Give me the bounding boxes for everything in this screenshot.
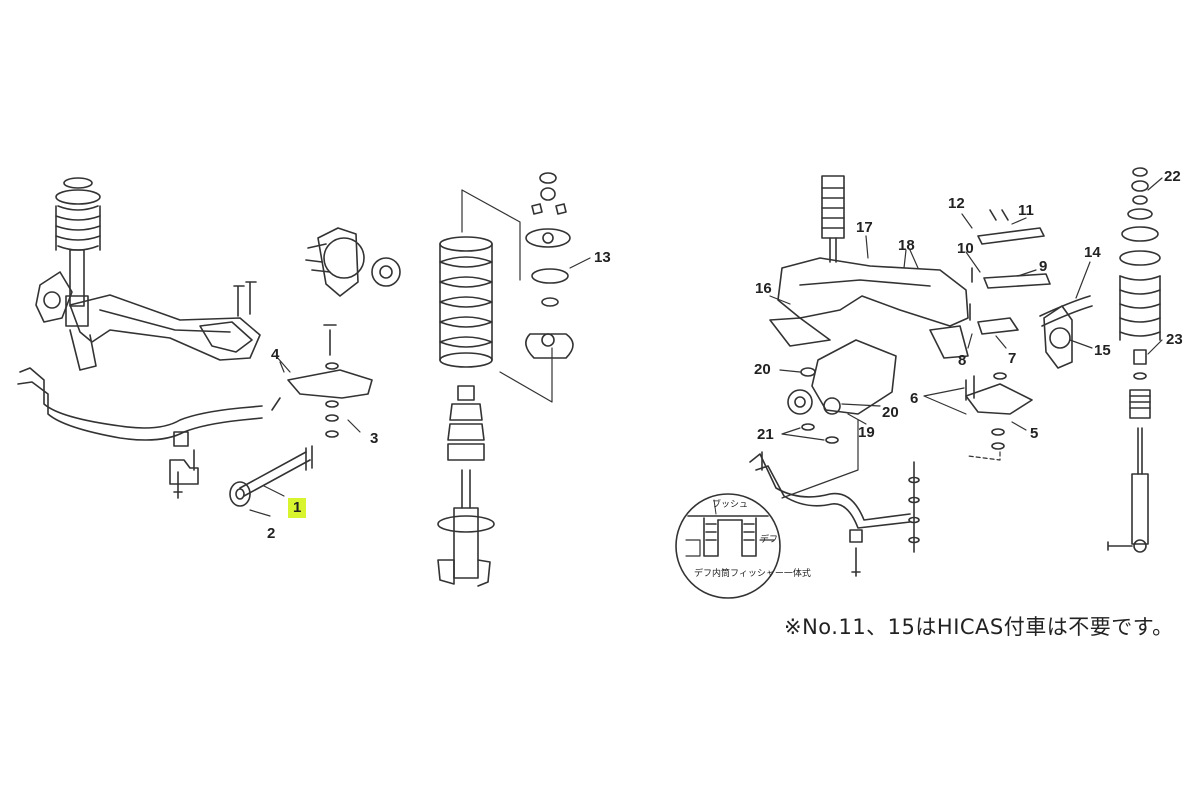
rear-shock-absorber (1107, 389, 1151, 553)
strut-mount (525, 172, 574, 359)
part-label-15[interactable]: 15 (1094, 342, 1111, 359)
rear-shock-upper (821, 175, 845, 263)
part-label-16[interactable]: 16 (755, 280, 772, 297)
front-hub-assembly (305, 227, 401, 297)
subframe-bolts (233, 281, 257, 317)
part-label-1[interactable]: 1 (288, 498, 307, 518)
dust-boot (447, 385, 485, 461)
front-knuckle (35, 271, 73, 323)
stabilizer-clamp (169, 449, 199, 499)
part-label-2[interactable]: 2 (267, 525, 276, 542)
part-label-6[interactable]: 6 (910, 390, 919, 407)
part-label-12[interactable]: 12 (948, 195, 965, 212)
part-label-13[interactable]: 13 (594, 249, 611, 266)
inset-caption: デフ内筒フィッシャー一体式 (694, 569, 811, 579)
front-tension-rod (229, 445, 313, 507)
part-label-7[interactable]: 7 (1008, 350, 1017, 367)
rear-stabilizer-bar (1039, 295, 1093, 327)
front-lower-arm (271, 324, 373, 438)
part-label-9[interactable]: 9 (1039, 258, 1048, 275)
front-stabilizer-bar (17, 367, 263, 447)
part-label-20a[interactable]: 20 (754, 361, 771, 378)
inset-bush-label: ブッシュ (712, 500, 749, 510)
front-strut-assembly (55, 177, 101, 327)
part-label-8[interactable]: 8 (958, 352, 967, 369)
rear-coil-spring (1119, 167, 1161, 380)
front-crossmember (69, 294, 261, 371)
rear-upper-links (969, 209, 1051, 335)
inset-diff-label: デフ (760, 535, 779, 545)
part-label-14[interactable]: 14 (1084, 244, 1101, 261)
part-label-22[interactable]: 22 (1164, 168, 1181, 185)
part-label-20b[interactable]: 20 (882, 404, 899, 421)
part-label-4[interactable]: 4 (271, 346, 280, 363)
assembly-bracket-lines (461, 189, 553, 403)
rear-stabilizer-lower (749, 451, 920, 577)
part-label-21[interactable]: 21 (757, 426, 774, 443)
coil-spring (439, 236, 493, 368)
rear-lower-arm (965, 372, 1033, 450)
part-label-18[interactable]: 18 (898, 237, 915, 254)
bush-detail-inset (675, 419, 859, 599)
footnote-hicas: ※No.11、15はHICAS付車は不要です。 (784, 615, 1174, 639)
front-strut (437, 469, 495, 587)
rear-subframe (769, 257, 969, 359)
part-label-3[interactable]: 3 (370, 430, 379, 447)
part-label-5[interactable]: 5 (1030, 425, 1039, 442)
part-label-19[interactable]: 19 (858, 424, 875, 441)
part-label-11[interactable]: 11 (1018, 202, 1034, 219)
part-label-23[interactable]: 23 (1166, 331, 1183, 348)
part-label-17[interactable]: 17 (856, 219, 873, 236)
leader-lines (249, 177, 1163, 517)
part-label-10[interactable]: 10 (957, 240, 974, 257)
rear-differential (787, 339, 897, 444)
